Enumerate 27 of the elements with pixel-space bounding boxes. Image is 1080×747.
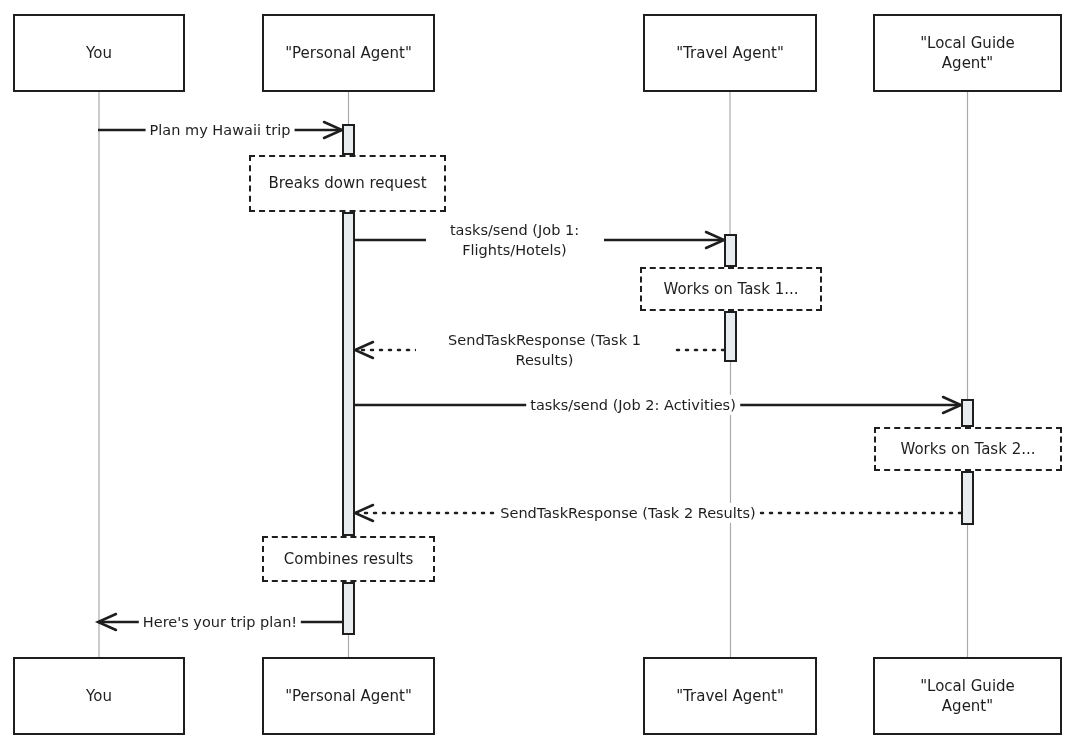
lifeline	[347, 91, 350, 125]
participant-box: "Travel Agent"	[643, 657, 817, 735]
lifeline	[966, 91, 969, 400]
participant-box: "Local Guide Agent"	[873, 657, 1062, 735]
note-box: Works on Task 1...	[640, 267, 822, 311]
lifeline	[729, 91, 731, 235]
participant-box: You	[13, 14, 185, 92]
activation-bar	[342, 212, 355, 536]
activation-bar	[961, 471, 974, 525]
lifeline	[347, 634, 350, 658]
participant-box: "Travel Agent"	[643, 14, 817, 92]
activation-bar	[961, 399, 974, 427]
participant-box: You	[13, 657, 185, 735]
participant-box: "Personal Agent"	[262, 657, 435, 735]
activation-bar	[342, 582, 355, 635]
edge-label: tasks/send (Job 2: Activities)	[526, 394, 740, 416]
participant-box: "Local Guide Agent"	[873, 14, 1062, 92]
lifeline	[98, 91, 100, 658]
edge-label: SendTaskResponse (Task 2 Results)	[496, 502, 760, 524]
activation-bar	[724, 234, 737, 267]
participant-box: "Personal Agent"	[262, 14, 435, 92]
activation-bar	[724, 311, 737, 362]
activation-bar	[342, 124, 355, 155]
note-box: Breaks down request	[249, 155, 446, 212]
note-box: Works on Task 2...	[874, 427, 1062, 471]
lifeline	[966, 524, 969, 658]
note-box: Combines results	[262, 536, 435, 582]
